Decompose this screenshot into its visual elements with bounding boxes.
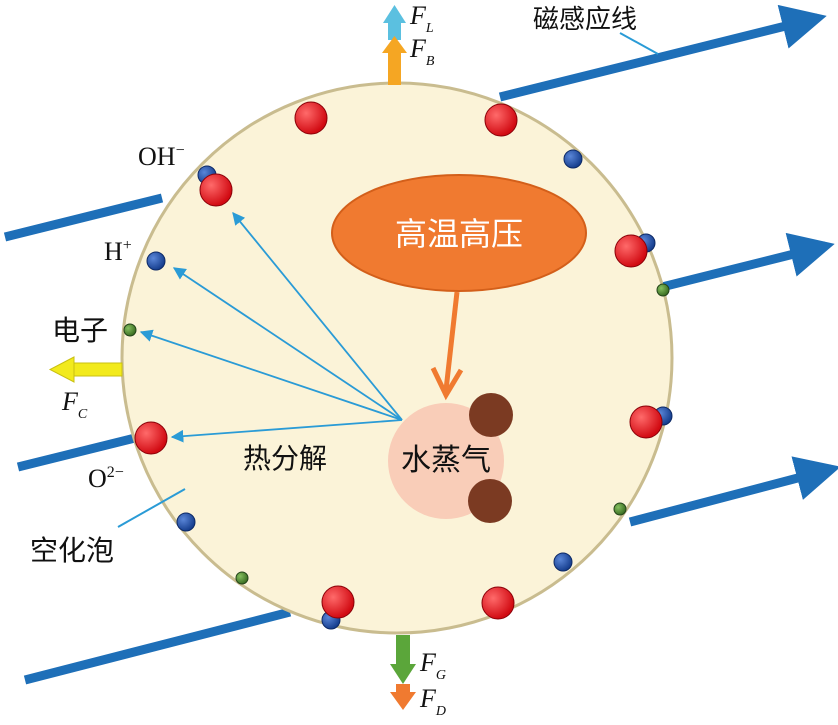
pyrolysis-pointers — [139, 212, 403, 443]
oh-ion-label: OH− — [138, 142, 185, 171]
buoyancy-force-label: FB — [409, 34, 435, 69]
pointer-to-h — [172, 267, 403, 421]
gravity-arrow-shaft — [396, 635, 410, 665]
o2-ion-particle — [321, 585, 355, 619]
heat-arrow — [443, 291, 460, 391]
buoyancy-arrow-shaft — [388, 52, 401, 85]
field-line-1 — [498, 4, 827, 102]
o2-ion-label: O2− — [88, 464, 124, 493]
o2-ion-particle — [134, 421, 168, 455]
o2-ion-particle — [484, 103, 518, 137]
drag-force-label: FD — [419, 684, 446, 719]
o2-ion-particle — [629, 405, 663, 439]
lorentz-arrow-shaft — [388, 22, 401, 40]
lorentz-force-label: FL — [409, 1, 434, 36]
h-ion-particle — [563, 149, 583, 169]
field-label-pointer — [619, 32, 659, 55]
h-ion-label: H+ — [104, 237, 132, 266]
field-line-3 — [648, 232, 835, 295]
electron-particle — [613, 502, 627, 516]
lorentz-arrow-head — [383, 5, 406, 23]
electron-particle — [235, 571, 249, 585]
electron-label: 电子 — [52, 314, 108, 347]
bubble-label-pointer — [117, 488, 186, 528]
pointer-to-o2 — [170, 419, 403, 443]
coulomb-force-label: FC — [61, 387, 88, 422]
vapor-particle — [469, 393, 513, 437]
o2-ion-particle — [199, 173, 233, 207]
high-temp-pressure-zone — [331, 174, 587, 292]
drag-arrow-shaft — [396, 684, 410, 694]
coulomb-arrow-shaft — [71, 362, 123, 377]
magnetic-field-lines — [3, 4, 838, 685]
buoyancy-arrow-head — [382, 36, 407, 53]
heat-arrow-head — [430, 366, 464, 401]
vapor-particle — [468, 479, 512, 523]
field-line-6 — [23, 607, 292, 685]
force-arrows-top — [382, 5, 407, 85]
bubble-label: 空化泡 — [30, 534, 114, 567]
pointer-to-electron — [139, 329, 403, 421]
high-temp-pressure-label: 高温高压 — [395, 215, 523, 253]
gravity-arrow-head — [390, 664, 416, 684]
field-line-2 — [3, 193, 164, 242]
drag-arrow-head — [390, 692, 416, 710]
pointer-to-oh — [232, 212, 403, 421]
electron-particle — [123, 323, 137, 337]
gravity-force-label: FG — [419, 648, 446, 683]
o2-ion-particle — [294, 101, 328, 135]
ion-particles — [123, 101, 673, 630]
field-line-5 — [628, 456, 838, 527]
pyrolysis-label: 热分解 — [243, 442, 327, 475]
electron-particle — [656, 283, 670, 297]
coulomb-arrow-head — [48, 356, 75, 383]
o2-ion-particle — [614, 234, 648, 268]
h-ion-particle — [146, 251, 166, 271]
h-ion-particle — [553, 552, 573, 572]
field-line-4 — [16, 433, 137, 472]
coulomb-arrow — [48, 356, 123, 383]
h-ion-particle — [176, 512, 196, 532]
water-vapor-label: 水蒸气 — [401, 443, 491, 478]
field-lines-label: 磁感应线 — [533, 5, 637, 35]
o2-ion-particle — [481, 586, 515, 620]
cavitation-bubble — [120, 81, 674, 635]
force-arrows-bottom — [390, 635, 416, 710]
